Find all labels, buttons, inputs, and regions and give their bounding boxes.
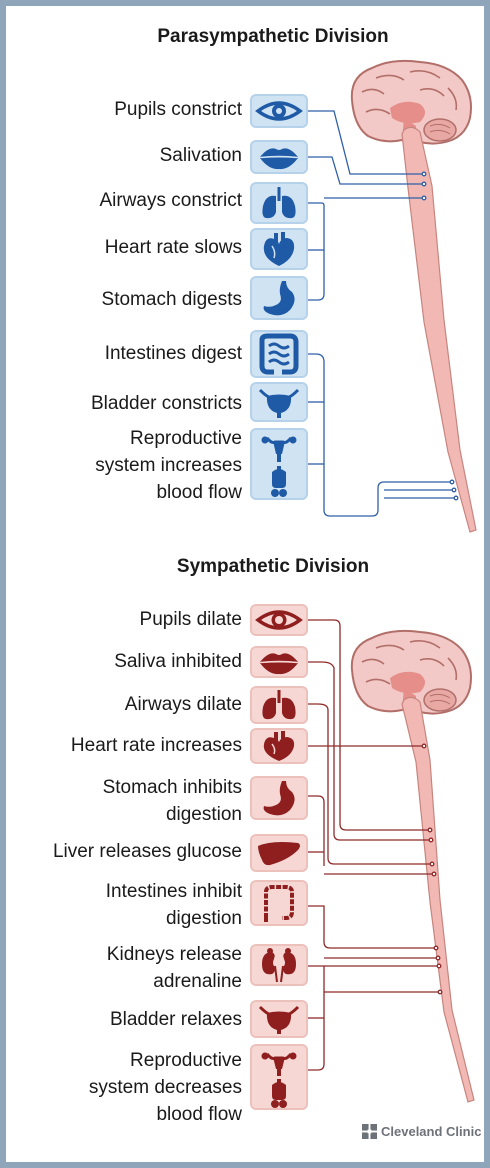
parasympathetic-nerve-lines	[308, 110, 459, 517]
brain-top	[350, 59, 472, 145]
lungs-icon	[262, 690, 296, 720]
heart-icon	[263, 731, 295, 761]
liver-icon	[258, 842, 300, 866]
symp-label-kidneys: Kidneys release adrenaline	[106, 944, 242, 992]
spinal-cord-bottom	[401, 696, 475, 1103]
intestines-icon	[259, 333, 299, 375]
symp-tile-lips	[250, 646, 308, 678]
para-label-salivation: Salivation	[159, 145, 242, 166]
symp-label-airways: Airways dilate	[124, 694, 242, 715]
cleveland-clinic-logo-icon	[362, 1124, 377, 1139]
para-tile-stomach	[250, 276, 308, 320]
symp-label-pupils: Pupils dilate	[139, 609, 242, 630]
reproductive-icon	[261, 1052, 297, 1108]
symp-tile-reproductive	[250, 1044, 308, 1110]
symp-label-bladder: Bladder relaxes	[109, 1009, 242, 1030]
lips-icon	[260, 653, 298, 675]
lungs-icon	[262, 187, 296, 219]
symp-label-stomach: Stomach inhibits digestion	[102, 777, 242, 825]
symp-tile-kidneys	[250, 944, 308, 986]
symp-tile-bladder	[250, 1000, 308, 1038]
para-tile-intestines	[250, 330, 308, 378]
symp-label-reproductive: Reproductive system decreases blood flow	[88, 1050, 242, 1125]
heart-icon	[263, 232, 295, 266]
para-tile-lips	[250, 140, 308, 174]
brain-bottom	[350, 629, 472, 715]
sympathetic-title: Sympathetic Division	[176, 556, 370, 577]
para-tile-lungs	[250, 182, 308, 224]
cleveland-clinic-branding: Cleveland Clinic	[362, 1124, 481, 1139]
symp-tile-eye	[250, 604, 308, 636]
para-label-stomach: Stomach digests	[101, 289, 242, 310]
symp-label-intestines: Intestines inhibit digestion	[105, 881, 242, 929]
symp-label-liver: Liver releases glucose	[52, 841, 242, 862]
symp-tile-liver	[250, 834, 308, 872]
symp-tile-lungs	[250, 686, 308, 724]
symp-label-heart: Heart rate increases	[70, 735, 242, 756]
para-tile-eye	[250, 94, 308, 128]
para-label-airways: Airways constrict	[99, 190, 242, 211]
bladder-icon	[258, 1005, 300, 1034]
symp-tile-stomach	[250, 776, 308, 820]
sympathetic-nerve-lines	[308, 619, 443, 1071]
para-tile-heart	[250, 228, 308, 270]
para-label-bladder: Bladder constricts	[90, 393, 242, 414]
parasympathetic-title: Parasympathetic Division	[157, 26, 389, 47]
para-tile-bladder	[250, 382, 308, 422]
eye-icon	[255, 610, 303, 630]
stomach-icon	[263, 281, 295, 316]
bladder-icon	[258, 388, 300, 418]
lips-icon	[260, 148, 298, 170]
reproductive-icon	[261, 436, 297, 497]
symp-label-saliva: Saliva inhibited	[114, 651, 242, 672]
intestines-icon	[264, 885, 294, 922]
para-label-pupils: Pupils constrict	[114, 99, 242, 120]
symp-tile-heart	[250, 728, 308, 764]
para-tile-reproductive	[250, 428, 308, 500]
stomach-icon	[263, 781, 295, 816]
brand-name: Cleveland Clinic	[381, 1124, 482, 1139]
eye-icon	[255, 101, 303, 121]
symp-tile-intestines	[250, 880, 308, 926]
para-label-heart: Heart rate slows	[104, 237, 242, 258]
para-label-reproductive: Reproductive system increases blood flow	[95, 428, 242, 503]
kidneys-icon	[262, 948, 296, 983]
spinal-cord-top	[401, 126, 477, 533]
para-label-intestines: Intestines digest	[104, 343, 242, 364]
